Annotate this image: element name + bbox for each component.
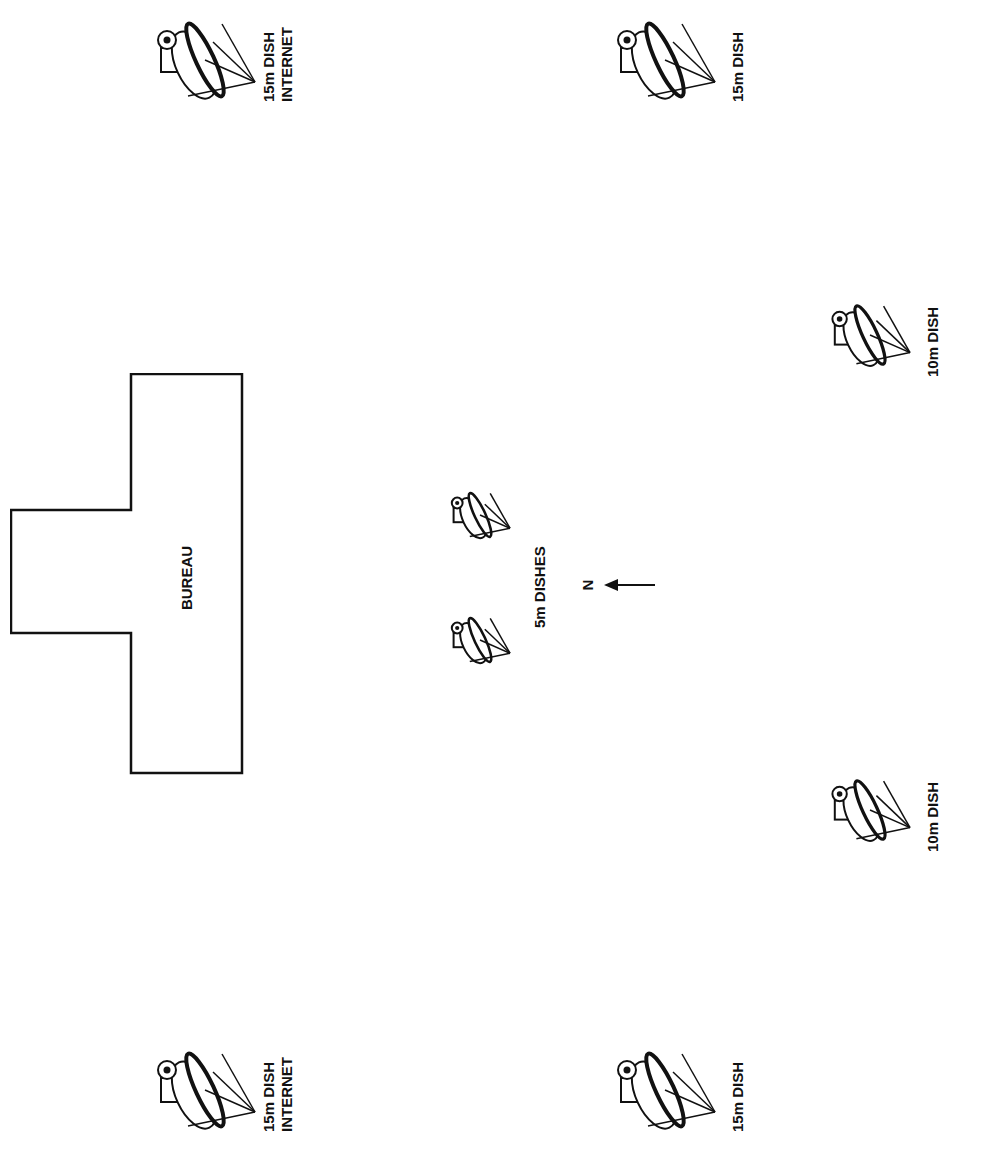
feed-strut bbox=[856, 353, 910, 364]
feed-strut bbox=[665, 60, 715, 82]
feed-strut bbox=[876, 321, 910, 353]
dish-motor bbox=[452, 498, 463, 509]
building-outline: BUREAU bbox=[10, 373, 244, 775]
dish-antenna bbox=[452, 616, 510, 667]
north-arrowhead bbox=[604, 579, 618, 591]
dish-label: 15m DISH INTERNET bbox=[260, 1048, 296, 1132]
dish-label: 15m DISH bbox=[729, 18, 747, 102]
dish-motor bbox=[158, 1061, 176, 1079]
feed-strut bbox=[665, 1090, 715, 1112]
feed-strut bbox=[876, 796, 910, 828]
dish-antenna bbox=[618, 1050, 715, 1135]
feed-strut bbox=[480, 515, 510, 528]
feed-strut bbox=[470, 528, 510, 536]
feed-strut bbox=[682, 1054, 715, 1112]
dish-antenna bbox=[158, 20, 255, 105]
feed-strut bbox=[884, 781, 910, 827]
feed-strut bbox=[222, 1054, 255, 1112]
feed-strut bbox=[480, 640, 510, 653]
dish-label: 10m DISH bbox=[924, 768, 942, 852]
feed-strut bbox=[490, 493, 510, 528]
dish-antenna bbox=[832, 303, 910, 371]
dish-motor-hub bbox=[455, 626, 459, 630]
building-border bbox=[11, 374, 242, 773]
feed-strut bbox=[222, 24, 255, 82]
dish-motor bbox=[618, 31, 636, 49]
feed-strut bbox=[213, 42, 255, 82]
dish-motor bbox=[832, 787, 846, 801]
dish-label: 15m DISH bbox=[729, 1048, 747, 1132]
feed-strut bbox=[648, 1112, 715, 1126]
feed-strut bbox=[485, 629, 510, 653]
feed-strut bbox=[205, 1090, 255, 1112]
dish-label: 5m DISHES bbox=[531, 528, 549, 628]
feed-strut bbox=[485, 504, 510, 528]
dish-antenna bbox=[832, 778, 910, 846]
feed-strut bbox=[490, 618, 510, 653]
dish-label: 10m DISH bbox=[924, 293, 942, 377]
feed-strut bbox=[648, 82, 715, 96]
dish-motor bbox=[618, 1061, 636, 1079]
feed-strut bbox=[188, 1112, 255, 1126]
dish-motor-hub bbox=[837, 316, 843, 322]
dish-label: 15m DISH INTERNET bbox=[260, 18, 296, 102]
dish-motor-hub bbox=[164, 1067, 171, 1074]
feed-strut bbox=[673, 1072, 715, 1112]
building-shape bbox=[10, 373, 244, 775]
feed-strut bbox=[213, 1072, 255, 1112]
north-label: N bbox=[579, 570, 597, 600]
dish-antenna bbox=[452, 491, 510, 542]
feed-strut bbox=[673, 42, 715, 82]
dish-motor bbox=[452, 623, 463, 634]
feed-strut bbox=[856, 828, 910, 839]
feed-strut bbox=[205, 60, 255, 82]
feed-strut bbox=[884, 306, 910, 352]
north-arrow bbox=[612, 584, 655, 586]
feed-strut bbox=[870, 335, 910, 353]
dish-motor bbox=[158, 31, 176, 49]
dish-antenna bbox=[618, 20, 715, 105]
feed-strut bbox=[470, 653, 510, 661]
feed-strut bbox=[682, 24, 715, 82]
feed-strut bbox=[870, 810, 910, 828]
dish-motor-hub bbox=[624, 37, 631, 44]
dish-motor bbox=[832, 312, 846, 326]
building-name: BUREAU bbox=[178, 546, 196, 610]
feed-strut bbox=[188, 82, 255, 96]
dish-motor-hub bbox=[624, 1067, 631, 1074]
dish-motor-hub bbox=[164, 37, 171, 44]
dish-motor-hub bbox=[837, 791, 843, 797]
dish-motor-hub bbox=[455, 501, 459, 505]
dish-antenna bbox=[158, 1050, 255, 1135]
